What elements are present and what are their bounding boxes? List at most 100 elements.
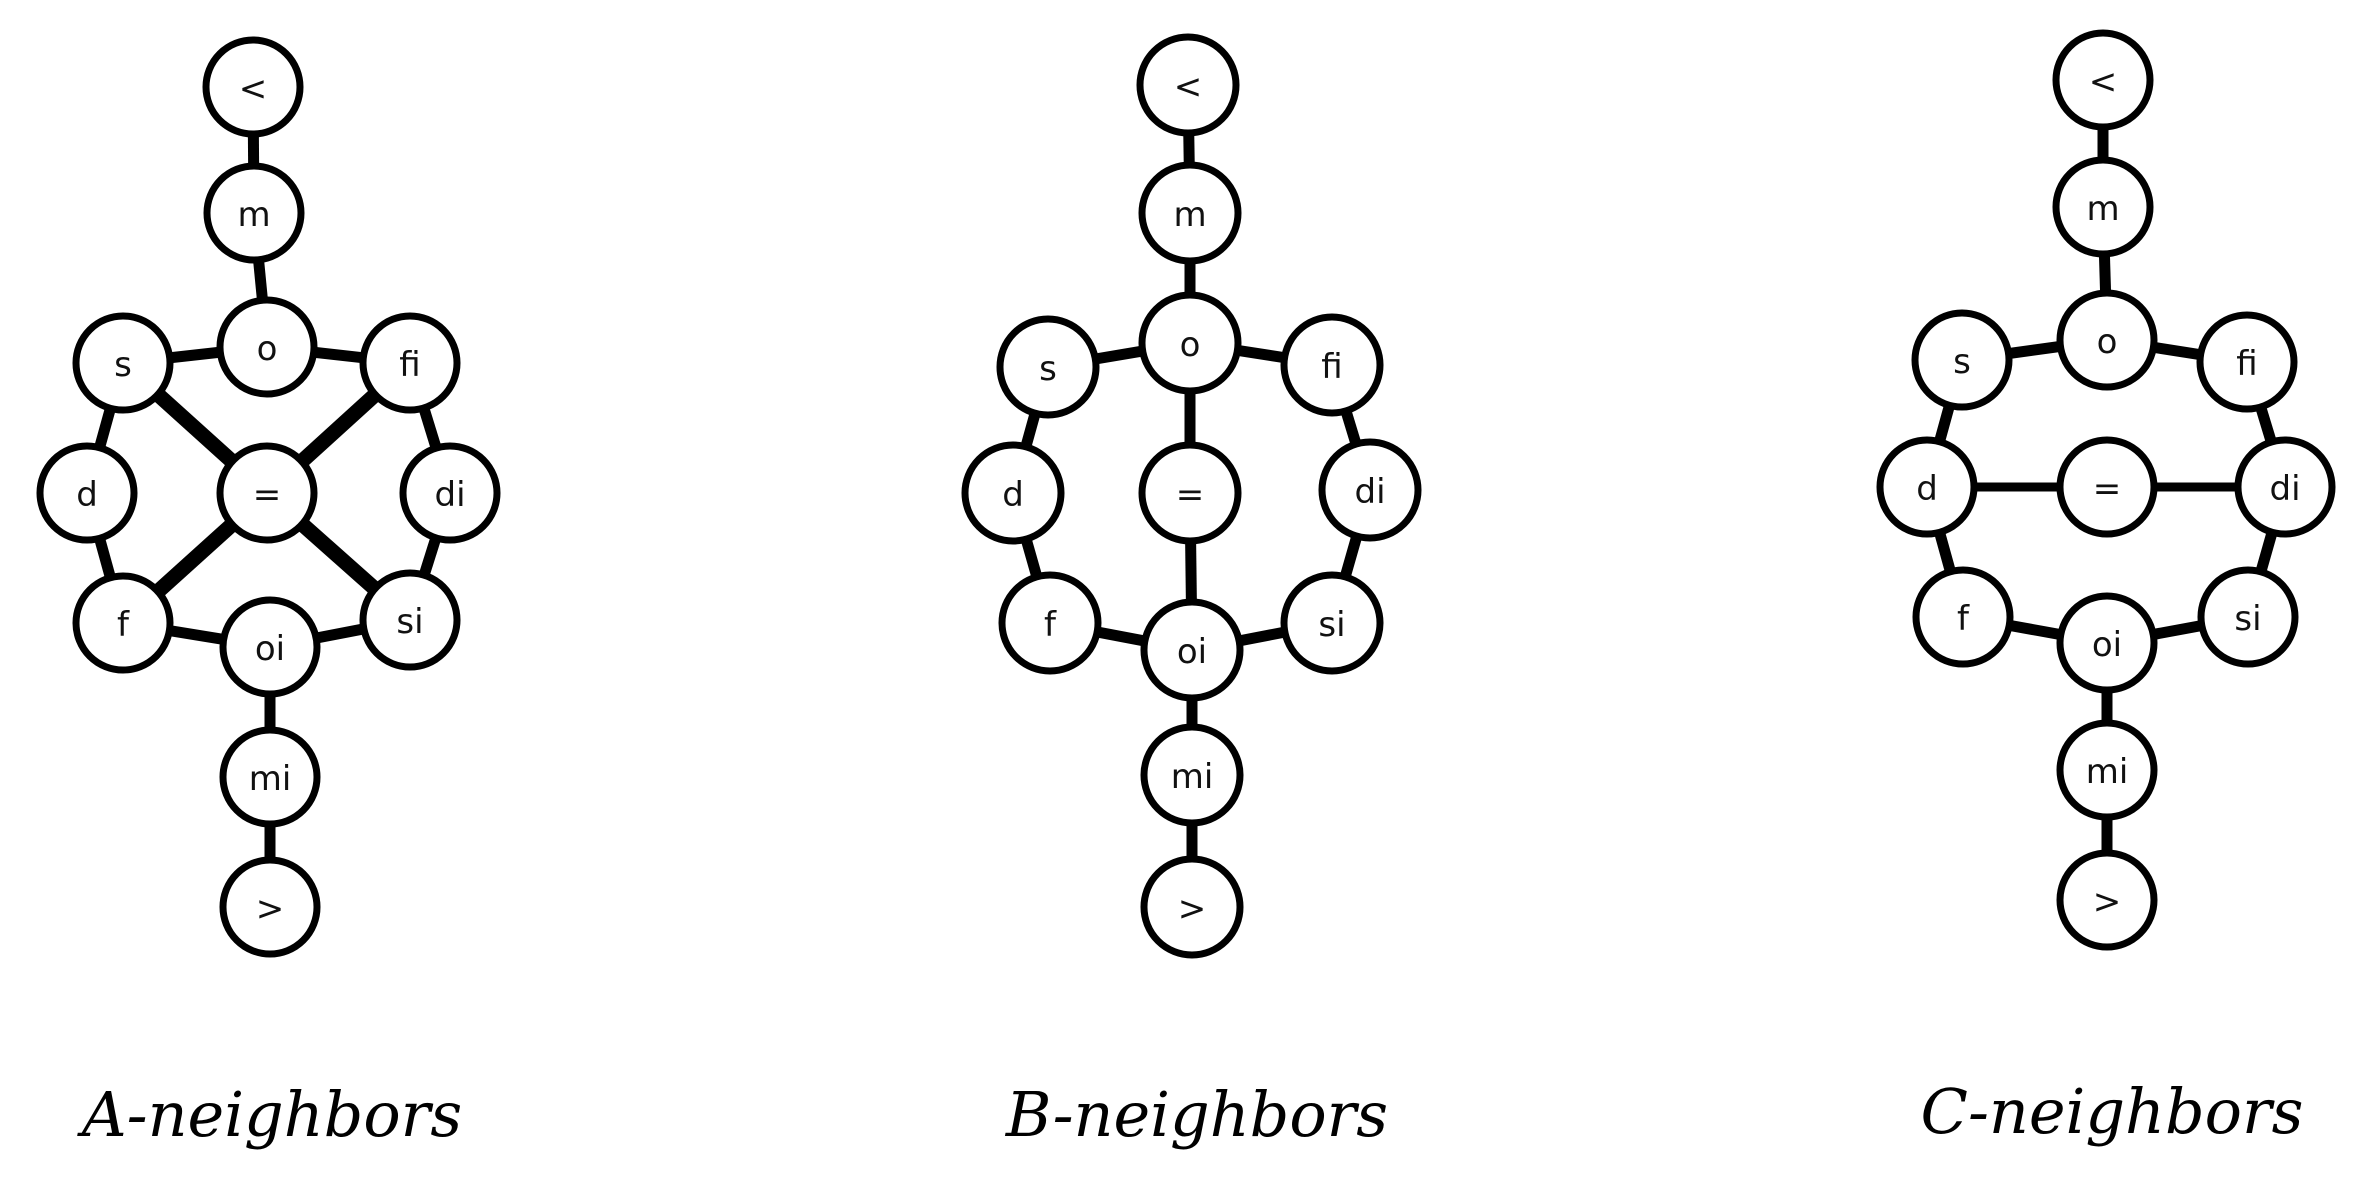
node-circle [998, 571, 1102, 675]
node-label: o [2097, 322, 2118, 362]
node-m: m [203, 162, 305, 264]
node-circle [202, 36, 304, 138]
node-label: < [239, 69, 268, 109]
node-di: di [399, 442, 501, 544]
node-circle [961, 441, 1065, 545]
node-circle [2056, 436, 2158, 538]
node-label: fi [399, 345, 420, 385]
node-label: oi [2092, 625, 2122, 665]
node-f: f [1912, 566, 2014, 668]
node-label: = [2093, 469, 2122, 509]
node-d: d [1876, 436, 1978, 538]
node-o: o [1138, 291, 1242, 395]
node-circle [1140, 723, 1244, 827]
node-label: o [1180, 325, 1201, 365]
node-label: f [1957, 599, 1970, 639]
node-circle [2234, 436, 2336, 538]
node-label: d [1916, 469, 1938, 509]
node-circle [2056, 289, 2158, 391]
node-label: < [1174, 67, 1203, 107]
node-lt: < [2052, 29, 2154, 131]
node-label: = [1176, 475, 1205, 515]
node-oi: oi [1140, 598, 1244, 702]
node-circle [1138, 161, 1242, 265]
node-s: s [1911, 309, 2013, 411]
caption-a-neighbors: A-neighbors [81, 1078, 463, 1151]
node-label: mi [2086, 752, 2129, 792]
node-label: m [1173, 195, 1206, 235]
node-label: oi [255, 629, 285, 669]
node-label: fi [2236, 344, 2257, 384]
node-s: s [72, 312, 174, 414]
node-circle [2052, 29, 2154, 131]
node-circle [1140, 855, 1244, 959]
node-oi: oi [2056, 592, 2158, 694]
node-gt: > [2056, 849, 2158, 951]
node-circle [72, 312, 174, 414]
node-circle [72, 572, 174, 674]
node-circle [2056, 849, 2158, 951]
node-circle [1140, 598, 1244, 702]
node-gt: > [1140, 855, 1244, 959]
node-circle [399, 442, 501, 544]
node-circle [1911, 309, 2013, 411]
node-mi: mi [219, 726, 321, 828]
node-circle [996, 315, 1100, 419]
node-label: f [117, 605, 130, 645]
node-m: m [2052, 156, 2154, 258]
caption-b-neighbors: B-neighbors [1005, 1078, 1389, 1151]
node-circle [1136, 33, 1240, 137]
node-label: di [1354, 472, 1385, 512]
node-circle [216, 442, 318, 544]
node-label: > [2093, 882, 2122, 922]
node-eq: = [216, 442, 318, 544]
node-circle [1318, 438, 1422, 542]
node-label: mi [249, 759, 292, 799]
node-di: di [1318, 438, 1422, 542]
node-label: o [257, 329, 278, 369]
node-label: oi [1177, 632, 1207, 672]
node-fi: fi [359, 312, 461, 414]
node-label: si [396, 602, 423, 642]
node-circle [203, 162, 305, 264]
node-oi: oi [219, 596, 321, 698]
node-label: di [2269, 469, 2300, 509]
node-f: f [72, 572, 174, 674]
node-circle [1280, 571, 1384, 675]
node-circle [219, 856, 321, 958]
node-label: s [114, 345, 132, 385]
node-label: di [434, 475, 465, 515]
node-circle [1138, 291, 1242, 395]
node-circle [1280, 313, 1384, 417]
node-circle [359, 312, 461, 414]
node-circle [219, 726, 321, 828]
node-lt: < [202, 36, 304, 138]
node-label: fi [1321, 347, 1342, 387]
node-label: s [1953, 342, 1971, 382]
node-di: di [2234, 436, 2336, 538]
node-circle [2056, 719, 2158, 821]
node-circle [36, 442, 138, 544]
node-label: d [76, 475, 98, 515]
node-circle [1138, 441, 1242, 545]
node-s: s [996, 315, 1100, 419]
node-eq: = [2056, 436, 2158, 538]
node-circle [2052, 156, 2154, 258]
node-label: m [2086, 189, 2119, 229]
node-circle [216, 296, 318, 398]
node-fi: fi [1280, 313, 1384, 417]
node-circle [2056, 592, 2158, 694]
node-label: f [1044, 605, 1057, 645]
caption-c-neighbors: C-neighbors [1920, 1075, 2304, 1148]
node-label: d [1002, 475, 1024, 515]
node-si: si [1280, 571, 1384, 675]
node-gt: > [219, 856, 321, 958]
node-circle [359, 569, 461, 671]
node-circle [2197, 566, 2299, 668]
node-si: si [359, 569, 461, 671]
node-label: > [1178, 889, 1207, 929]
